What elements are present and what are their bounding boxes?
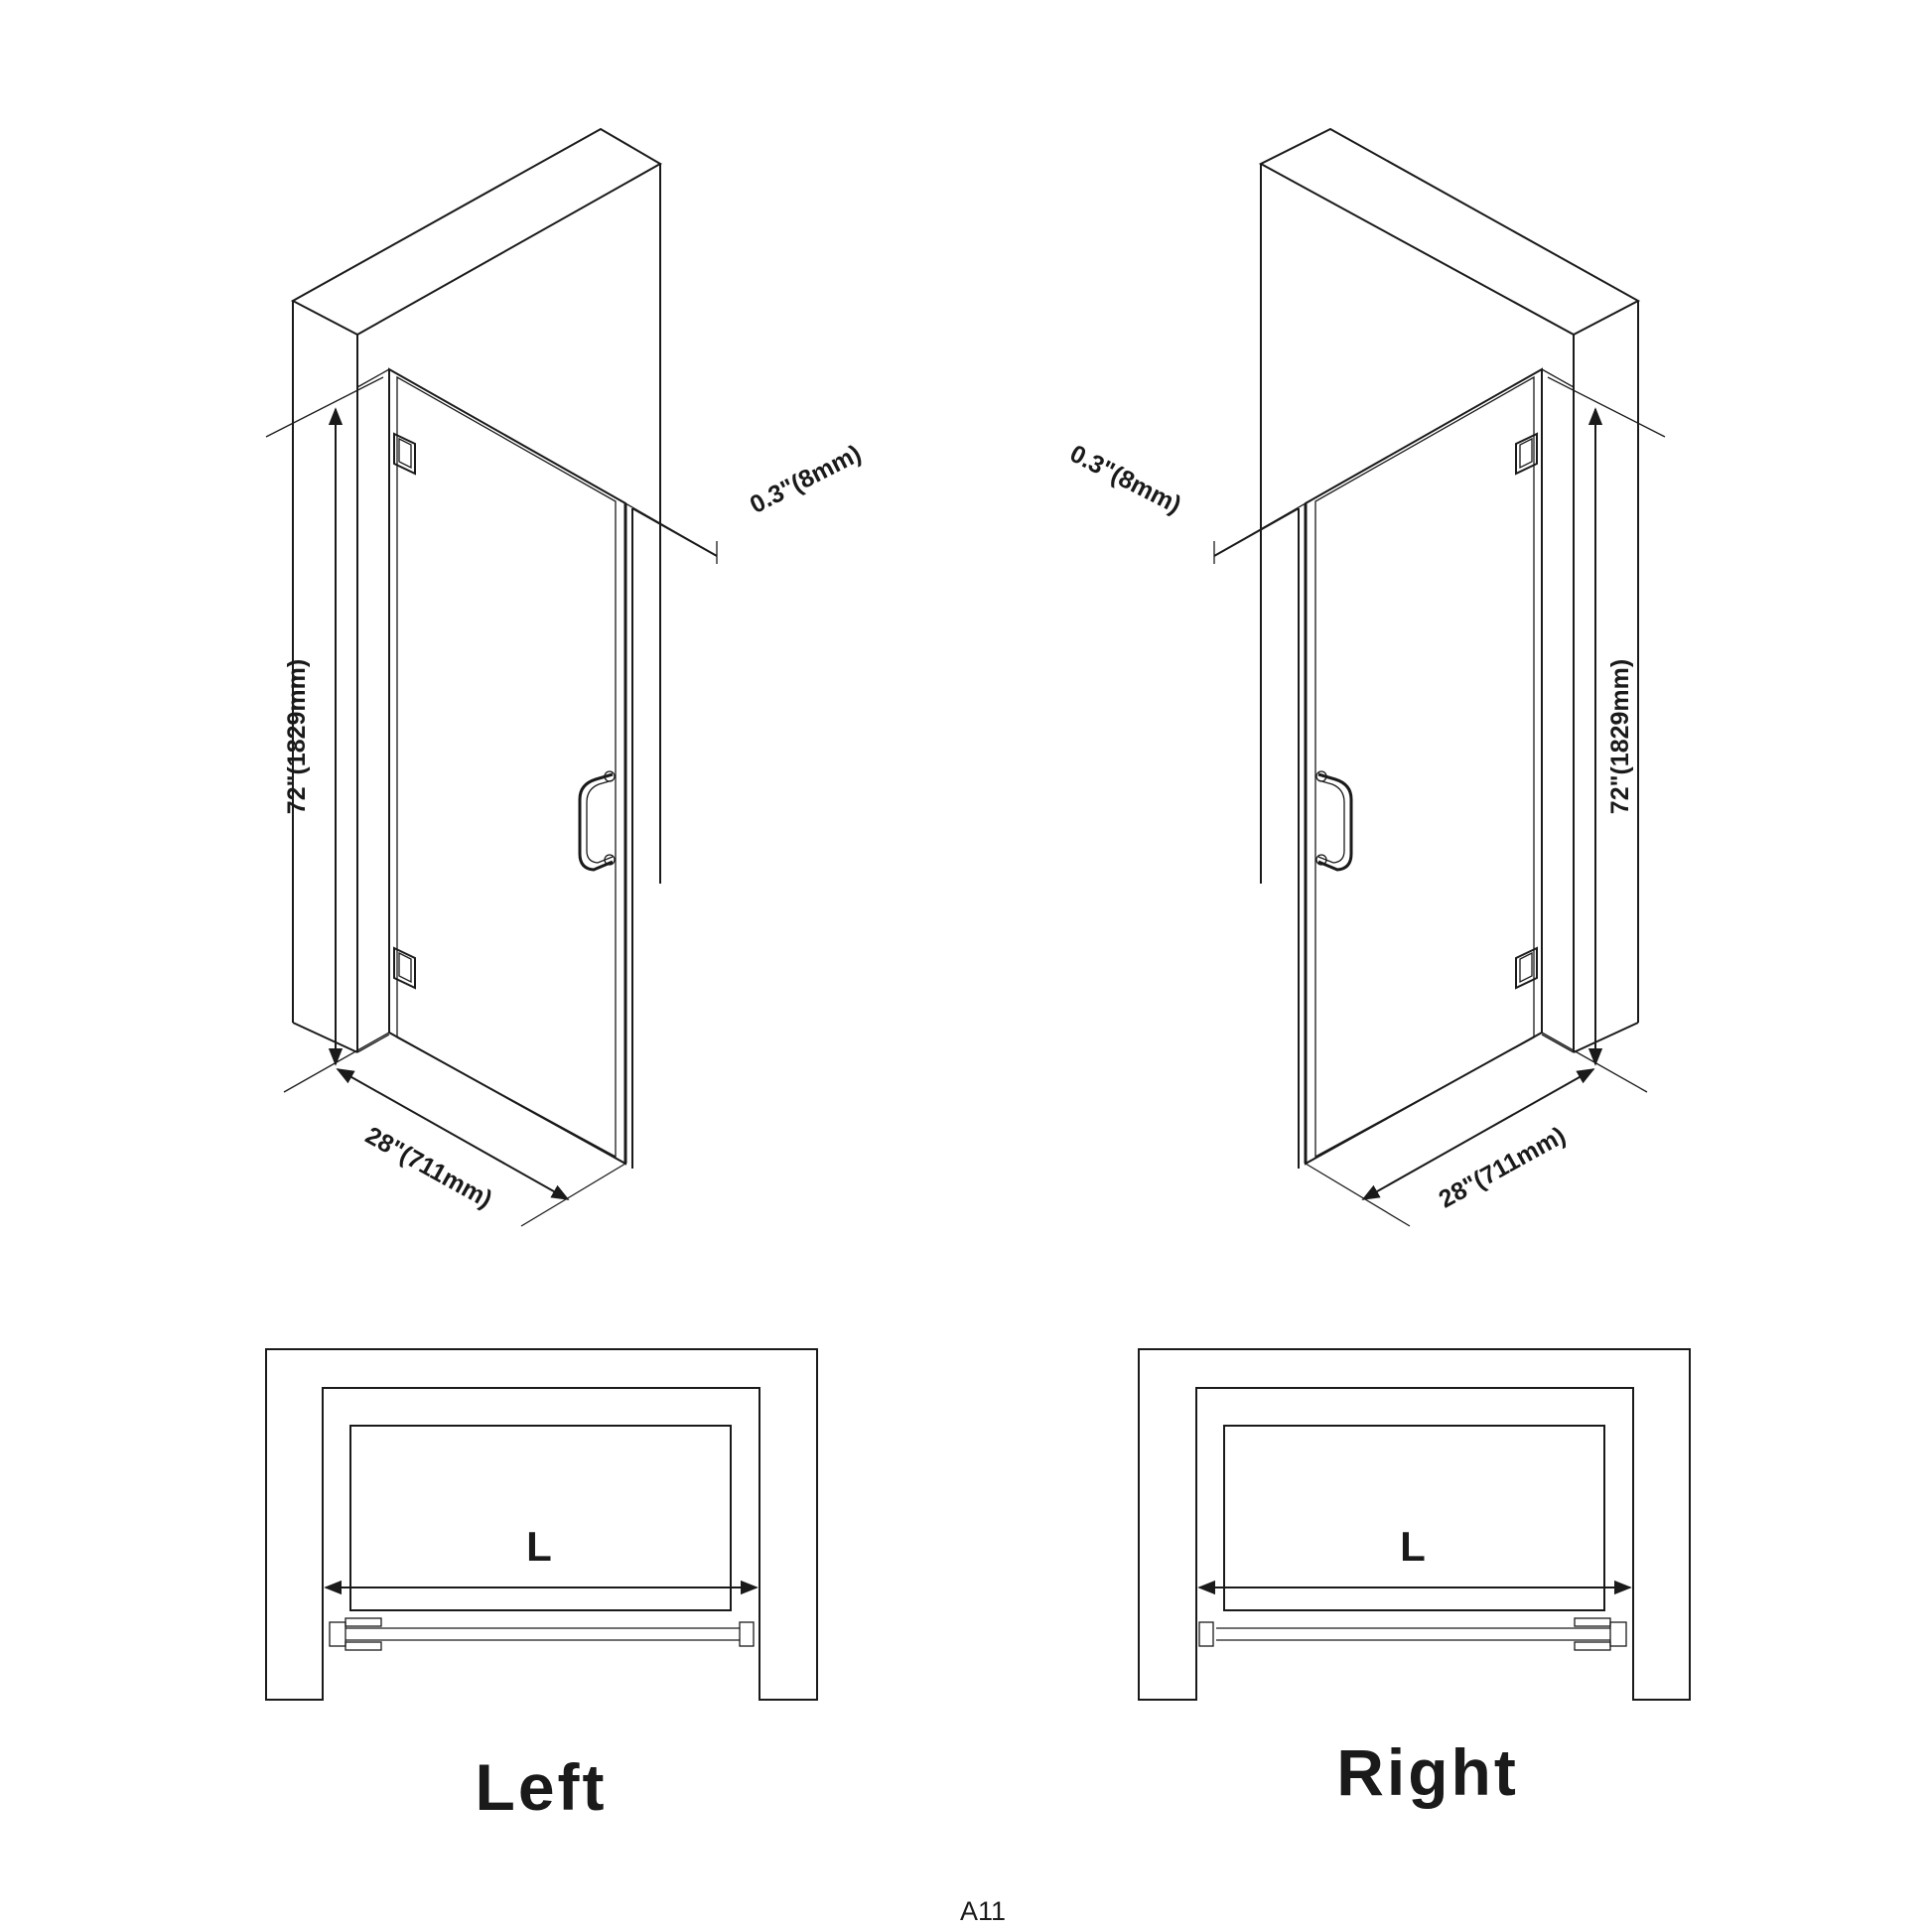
right-thickness-dimension: 0.3"(8mm): [1065, 440, 1307, 564]
right-width-dimension: 28"(711mm): [1305, 1068, 1595, 1227]
right-thickness-label: 0.3"(8mm): [1065, 440, 1185, 519]
left-wall: [290, 127, 663, 1053]
page-code: A11: [960, 1896, 1006, 1926]
right-iso-view: 72"(1829mm) 28"(711mm) 0.3"(8mm): [1065, 127, 1666, 1227]
left-handle: [578, 770, 616, 872]
right-hinge-top: [1515, 432, 1538, 476]
left-plan-door: [329, 1617, 755, 1651]
left-plan-wall: [265, 1348, 818, 1701]
left-width-label: 28"(711mm): [360, 1122, 496, 1214]
right-plan-door: [1198, 1617, 1627, 1651]
right-glass-door: [1213, 367, 1543, 1169]
right-handle: [1315, 770, 1353, 872]
right-width-label: 28"(711mm): [1435, 1122, 1571, 1214]
left-width-dimension: 28"(711mm): [336, 1068, 626, 1227]
left-plan-view: L: [265, 1348, 818, 1701]
left-height-dimension: 72"(1829mm): [265, 376, 390, 1093]
right-height-label: 72"(1829mm): [1606, 659, 1634, 814]
left-glass-door: [388, 367, 718, 1169]
left-plan-inner: [349, 1425, 732, 1611]
left-hinge-bottom: [393, 946, 416, 990]
right-hinge-bottom: [1515, 946, 1538, 990]
left-plan-label: L: [526, 1523, 552, 1570]
left-height-label: 72"(1829mm): [283, 659, 311, 814]
right-plan-label: L: [1400, 1523, 1426, 1570]
right-plan-wall: [1138, 1348, 1691, 1701]
right-caption: Right: [1336, 1735, 1519, 1809]
right-wall: [1258, 127, 1641, 1053]
right-plan-inner: [1223, 1425, 1605, 1611]
left-thickness-dimension: 0.3"(8mm): [624, 440, 866, 564]
left-hinge-top: [393, 432, 416, 476]
left-thickness-label: 0.3"(8mm): [746, 440, 866, 519]
left-caption: Left: [476, 1750, 608, 1824]
right-height-dimension: 72"(1829mm): [1541, 376, 1666, 1093]
right-plan-view: L: [1138, 1348, 1691, 1701]
left-iso-view: 72"(1829mm) 28"(711mm) 0.3"(8mm): [265, 127, 866, 1227]
